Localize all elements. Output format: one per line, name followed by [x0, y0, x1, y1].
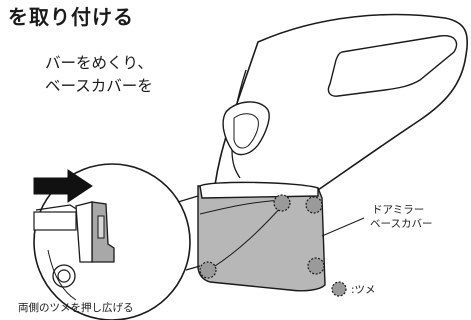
legend: :ツメ [330, 280, 376, 298]
part-label-line1: ドアミラー [372, 204, 425, 216]
claw-top-left [273, 194, 291, 212]
part-leader-line [321, 217, 365, 237]
claw-top-right [305, 196, 323, 214]
part-label-line2: ベースカバー [370, 218, 433, 230]
base-cover [197, 185, 326, 292]
claw-icon [331, 281, 347, 297]
legend-label: :ツメ [351, 283, 376, 296]
instruction-line-2: ベースカバーを [45, 77, 153, 95]
instruction-line-1: バーをめくり、 [45, 54, 153, 72]
claw-bottom-right [307, 257, 325, 275]
claw-markers [199, 194, 325, 279]
inset-caption: 両側のツメを押し広げる [18, 302, 134, 314]
claw-bottom-left [199, 261, 217, 279]
push-arrow [33, 169, 93, 203]
mirror-glass [327, 35, 458, 97]
step-heading: を取り付ける [8, 5, 134, 29]
instruction-text: バーをめくり、 ベースカバーを [45, 52, 153, 98]
